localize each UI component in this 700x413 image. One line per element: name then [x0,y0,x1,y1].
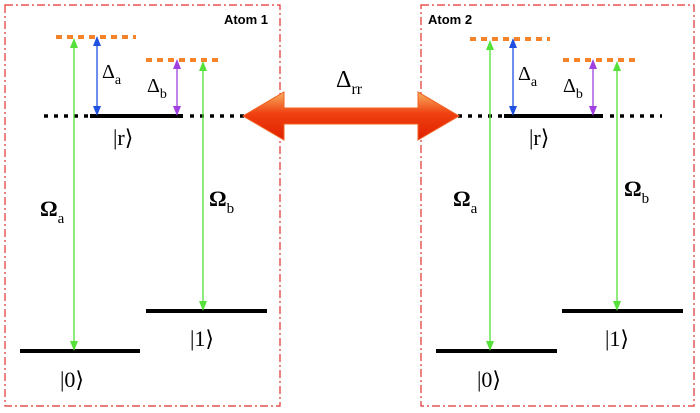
atom-2-omega-b-label: Ωb [624,176,649,207]
atom-2-ket-r: |r⟩ [529,125,549,150]
atom-2-ket-0: |0⟩ [477,367,501,392]
atom-2-delta-a-label: Δa [518,63,538,90]
atom-1-frame [4,4,281,407]
atom-1-omega-b-label: Ωb [209,186,234,217]
atom-2-ket-1: |1⟩ [605,326,629,351]
atom-1-ket-1: |1⟩ [190,326,214,351]
atom-2-title: Atom 2 [428,12,472,27]
atom-1-title: Atom 1 [224,12,268,27]
interaction-arrow [242,91,460,141]
atom-2-frame [420,4,695,407]
atom-1-panel: Atom 1 Δa Δb Ωa Ωb |r⟩ |0⟩ |1⟩ [4,4,281,407]
atom-2-panel: Atom 2 Δa Δb Ωa Ωb |r⟩ |0⟩ |1⟩ [420,4,695,407]
atom-1-omega-a-label: Ωa [40,196,65,227]
atom-1-delta-b-label: Δb [147,75,167,102]
atom-2-delta-b-label: Δb [563,75,583,102]
atom-1-ket-r: |r⟩ [113,125,133,150]
atom-1-delta-a-label: Δa [102,61,122,88]
atom-1-ket-0: |0⟩ [60,367,84,392]
double-arrow-shape [242,91,460,141]
interaction-label: Δrr [336,67,363,98]
atom-2-omega-a-label: Ωa [453,186,478,217]
